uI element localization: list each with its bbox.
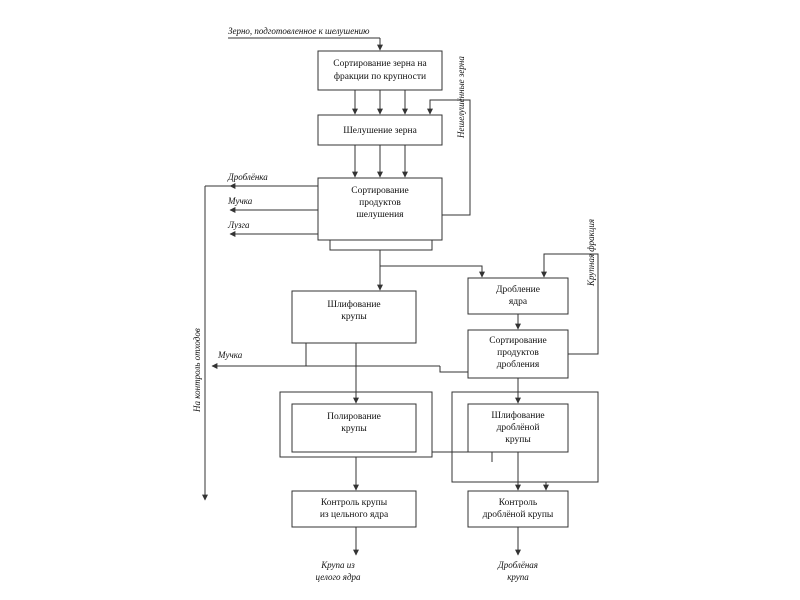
box-control-crushed-line2: дроблёной крупы (483, 509, 554, 520)
grinding-crushed-frame-out (543, 481, 598, 491)
box-grinding-line2: крупы (341, 312, 367, 322)
box-control-whole-line2: из цельного ядра (320, 510, 389, 520)
box-control-crushed-line1: Контроль (499, 498, 538, 508)
box-sort-grain-line1: Сортирование зерна на (333, 59, 427, 69)
sort-crushed-muchka-line (439, 366, 468, 373)
box-sort-hulled-line1: Сортирование (351, 186, 408, 196)
box-grinding (291, 290, 417, 344)
box-sort-hulled (317, 177, 443, 241)
output-crushed-line1: Дроблёная (497, 560, 538, 570)
label-luzga: Лузга (227, 220, 250, 230)
label-muchka: Мучка (227, 196, 253, 206)
grinding-crushed-frame (451, 391, 599, 483)
box-grinding-crushed-line1: Шлифование (491, 410, 544, 421)
polishing-cross-line (432, 451, 493, 462)
box-polishing-line2: крупы (341, 424, 367, 434)
box-control-whole (291, 490, 417, 528)
recycle-large-fraction (541, 253, 599, 355)
box-sort-crushed-line1: Сортирование (489, 336, 546, 346)
box-control-whole-line1: Контроль крупы (321, 498, 388, 508)
box-crushing-line2: ядра (509, 297, 528, 307)
label-unhulled: Нешелушённые зерна (456, 56, 466, 139)
label-drobyonka: Дроблёнка (227, 172, 268, 182)
box-sort-hulled-line3: шелушения (356, 210, 404, 220)
box-sort-grain (317, 50, 443, 91)
label-waste-control: На контроль отходов (192, 328, 202, 413)
box-grinding-crushed-line3: крупы (505, 435, 531, 445)
box-crushing-line1: Дробление (496, 284, 540, 295)
label-large-fraction: Крупная фракция (586, 219, 596, 287)
box-sort-crushed-line3: дробления (497, 359, 540, 370)
output-whole-line2: целого ядра (315, 572, 361, 582)
box-sort-crushed-line2: продуктов (497, 348, 539, 358)
box-polishing (291, 403, 417, 453)
box-crushing (467, 277, 569, 315)
recycle-unhulled-line (429, 99, 471, 216)
box-sort-grain-line2: фракции по крупности (334, 71, 426, 82)
box-grinding-crushed-line2: дроблёной (497, 422, 540, 433)
box-grinding-line1: Шлифование (327, 299, 380, 310)
box-polishing-line1: Полирование (327, 412, 381, 422)
arrow-to-crushing (380, 265, 485, 278)
sort-hulled-tray (329, 240, 433, 251)
box-hulling-line1: Шелушение зерна (343, 126, 417, 136)
label-muchka-2: Мучка (217, 350, 243, 360)
box-sort-hulled-line2: продуктов (359, 198, 401, 208)
input-label: Зерно, подготовленное к шелушению (228, 26, 370, 36)
output-whole-line1: Крупа из (320, 560, 355, 570)
output-crushed-line2: крупа (507, 572, 529, 582)
box-control-crushed (467, 490, 569, 528)
